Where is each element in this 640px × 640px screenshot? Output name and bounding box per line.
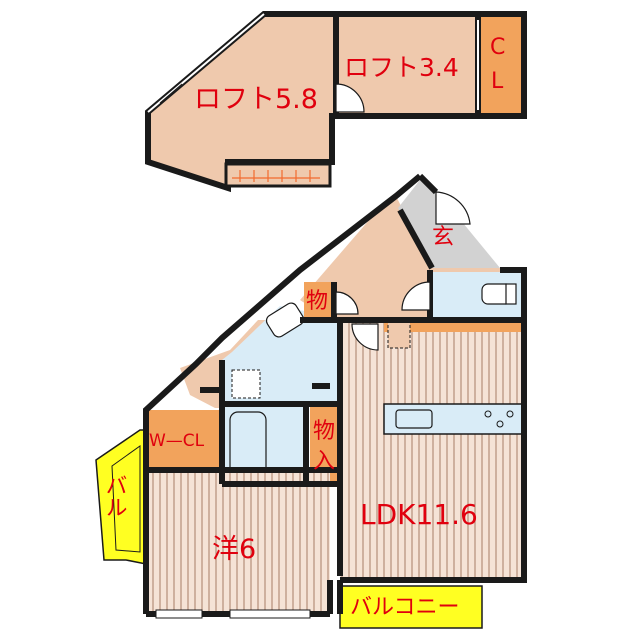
- walk-in-closet: [146, 410, 222, 470]
- loft-section: [145, 11, 527, 193]
- loft-3-4-label: ロフト3.4: [344, 53, 459, 82]
- western-room-label: 洋6: [212, 534, 256, 565]
- side-balcony-label-1: バル: [102, 474, 127, 518]
- storage-mid-label-2: 入: [313, 449, 335, 474]
- walk-in-closet-label: W—CL: [149, 431, 205, 451]
- front-balcony: [339, 585, 483, 629]
- closet-c-label: C: [490, 35, 505, 60]
- loft-3-4-room: [333, 11, 481, 119]
- front-balcony-label: バルコニー: [350, 595, 460, 620]
- entrance-label: 玄: [432, 225, 454, 250]
- storage-top-label: 物: [306, 289, 328, 314]
- kitchen-sink: [395, 409, 433, 429]
- loft-5-8-label: ロフト5.8: [194, 84, 318, 115]
- storage-mid-label-1: 物: [313, 419, 335, 444]
- fridge-space: [387, 321, 411, 349]
- stove-burner: [496, 420, 504, 428]
- western-room: [146, 470, 330, 614]
- stove-burner: [484, 410, 492, 418]
- ldk-label: LDK11.6: [360, 498, 478, 531]
- stove-burner: [506, 410, 514, 418]
- loft-ladder: [224, 162, 332, 188]
- storage-top: [304, 282, 332, 318]
- washer-space: [231, 369, 261, 399]
- closet-l-label: L: [491, 69, 504, 94]
- main-floor: [95, 173, 527, 629]
- ldk-room: [340, 320, 524, 578]
- outer-wall: [143, 173, 422, 614]
- loft-closet: [475, 11, 527, 119]
- washbasin: [265, 302, 305, 338]
